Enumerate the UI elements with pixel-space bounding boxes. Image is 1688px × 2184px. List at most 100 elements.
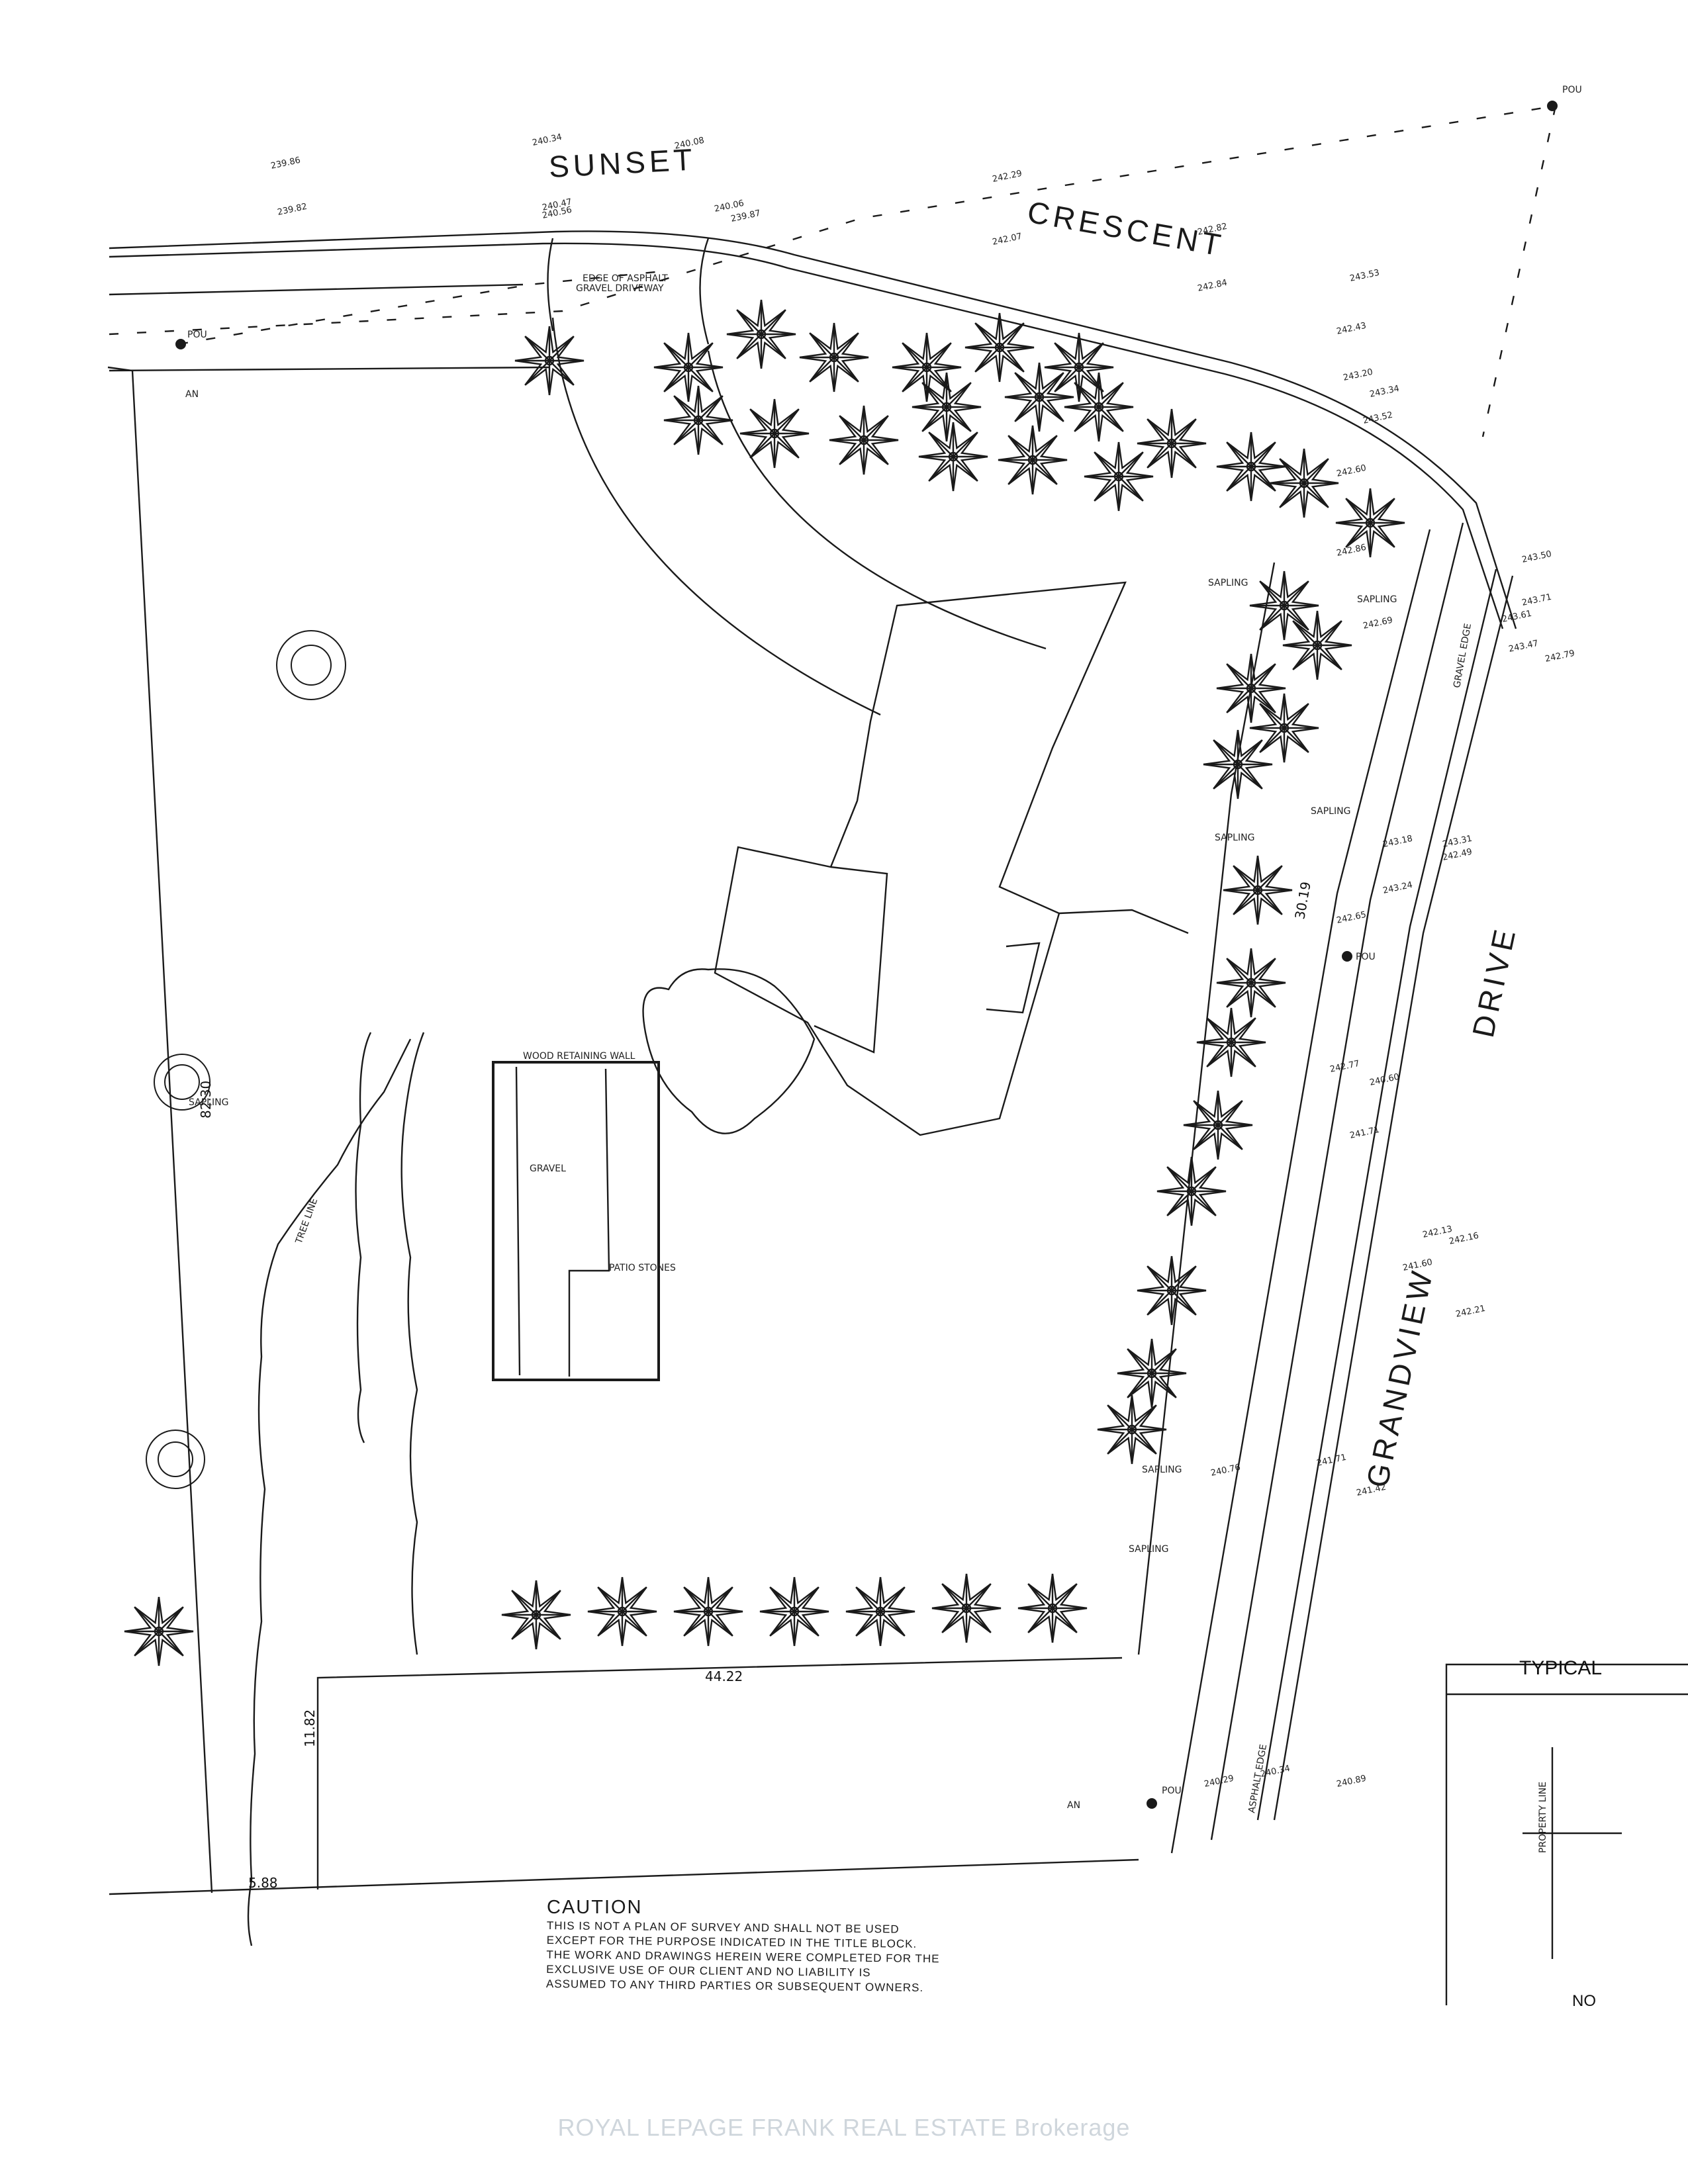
conifer-spoke bbox=[833, 332, 859, 358]
conifer-tree-symbol bbox=[912, 372, 982, 442]
label-gravel-driveway: GRAVEL DRIVEWAY bbox=[576, 283, 664, 294]
conifer-trunk bbox=[829, 352, 839, 363]
conifer-spoke bbox=[926, 342, 952, 368]
spot-elevation: 242.43 bbox=[1336, 321, 1368, 337]
conifer-spoke bbox=[921, 382, 947, 408]
conifer-tree-symbol bbox=[1269, 448, 1339, 518]
conifer-trunk bbox=[1047, 1603, 1058, 1614]
conifer-spoke bbox=[953, 456, 978, 482]
conifer-trunk bbox=[1213, 1120, 1223, 1130]
conifer-spoke bbox=[1284, 605, 1309, 631]
conifer-spoke bbox=[946, 382, 972, 408]
tree-line-squiggle-2 bbox=[400, 1032, 425, 1655]
conifer-trunk bbox=[875, 1606, 886, 1617]
conifer-spoke bbox=[809, 357, 835, 383]
conifer-trunk bbox=[1233, 759, 1243, 770]
spot-elevation: 242.69 bbox=[1362, 615, 1394, 631]
conifer-spoke bbox=[1193, 1100, 1219, 1126]
conifer-spoke bbox=[1217, 1124, 1243, 1150]
conifer-trunk bbox=[703, 1606, 714, 1617]
conifer-spoke bbox=[1259, 580, 1285, 606]
conifer-spoke bbox=[1279, 458, 1305, 484]
pou-marker bbox=[1547, 101, 1558, 111]
road-label-sunset: SUNSET bbox=[548, 142, 697, 184]
conifer-spoke bbox=[1074, 382, 1100, 408]
curved-drive-outer bbox=[551, 317, 881, 716]
sunset-road-edge-3 bbox=[109, 283, 524, 296]
conifer-spoke bbox=[597, 1611, 623, 1637]
conifer-trunk bbox=[1279, 723, 1289, 733]
caution-note: CAUTION THIS IS NOT A PLAN OF SURVEY AND… bbox=[546, 1897, 1010, 1994]
conifer-spoke bbox=[863, 415, 889, 441]
conifer-spoke bbox=[1151, 1348, 1177, 1374]
conifer-spoke bbox=[549, 336, 575, 361]
conifer-spoke bbox=[1171, 1290, 1197, 1316]
conifer-spoke bbox=[880, 1586, 906, 1612]
conifer-tree-symbol bbox=[1282, 610, 1352, 680]
conifer-tree-symbol bbox=[1216, 432, 1286, 502]
north-property-line bbox=[109, 366, 550, 372]
conifer-spoke bbox=[1147, 418, 1172, 444]
conifer-trunk bbox=[1094, 402, 1104, 412]
conifer-spoke bbox=[941, 1608, 967, 1633]
conifer-tree-symbol bbox=[918, 422, 988, 492]
conifer-spoke bbox=[1370, 522, 1395, 548]
conifer-spoke bbox=[1250, 982, 1276, 1008]
conifer-trunk bbox=[961, 1603, 972, 1614]
spot-elevation: 239.82 bbox=[277, 202, 308, 218]
typical-label: TYPICAL bbox=[1519, 1657, 1603, 1679]
conifer-spoke bbox=[1127, 1373, 1152, 1398]
conifer-spoke bbox=[622, 1586, 647, 1612]
conifer-spoke bbox=[1147, 1265, 1172, 1291]
conifer-spoke bbox=[524, 336, 550, 361]
conifer-spoke bbox=[1284, 727, 1309, 753]
spot-elevation: 241.42 bbox=[1356, 1482, 1387, 1498]
conifer-spoke bbox=[663, 367, 689, 392]
conifer-tree-symbol bbox=[1044, 332, 1114, 402]
detail-note: NO bbox=[1572, 1992, 1596, 2010]
spot-elevation: 242.79 bbox=[1544, 649, 1576, 664]
conifer-spoke bbox=[698, 395, 724, 421]
conifer-trunk bbox=[531, 1610, 541, 1620]
conifer-trees bbox=[124, 299, 1405, 1666]
label-patio-stones: PATIO STONES bbox=[609, 1263, 676, 1273]
tree-circle bbox=[291, 645, 332, 686]
label-an: AN bbox=[1067, 1800, 1080, 1811]
conifer-tree-symbol bbox=[1137, 408, 1207, 478]
patio-inner bbox=[515, 1066, 610, 1377]
label-sapling: SAPLING bbox=[1208, 578, 1248, 588]
conifer-spoke bbox=[1317, 620, 1342, 646]
conifer-tree-symbol bbox=[799, 322, 869, 392]
conifer-spoke bbox=[1014, 372, 1040, 398]
conifer-spoke bbox=[749, 433, 775, 459]
conifer-tree-symbol bbox=[1084, 441, 1154, 512]
conifer-spoke bbox=[708, 1586, 733, 1612]
conifer-spoke bbox=[1032, 459, 1058, 485]
conifer-spoke bbox=[1191, 1191, 1217, 1216]
conifer-spoke bbox=[1191, 1166, 1217, 1192]
conifer-spoke bbox=[1054, 342, 1080, 368]
conifer-spoke bbox=[749, 408, 775, 434]
road-allowance-line bbox=[109, 105, 1556, 336]
label-tree-line: TREE LINE bbox=[293, 1197, 320, 1246]
conifer-spoke bbox=[1054, 367, 1080, 392]
conifer-spoke bbox=[1147, 443, 1172, 469]
conifer-spoke bbox=[1171, 418, 1197, 444]
house-deck bbox=[986, 942, 1041, 1014]
conifer-spoke bbox=[1226, 441, 1252, 467]
conifer-spoke bbox=[1118, 451, 1144, 477]
conifer-trunk bbox=[1166, 1285, 1177, 1296]
dimension-south: 44.22 bbox=[705, 1668, 743, 1684]
house-wing bbox=[814, 866, 888, 1054]
conifer-tree-symbol bbox=[964, 312, 1035, 383]
conifer-spoke bbox=[1345, 522, 1371, 548]
conifer-spoke bbox=[1039, 396, 1064, 422]
conifer-tree-symbol bbox=[1216, 948, 1286, 1018]
east-allowance-line bbox=[1481, 105, 1557, 437]
spot-elevation: 242.49 bbox=[1442, 847, 1474, 863]
conifer-spoke bbox=[1370, 498, 1395, 523]
conifer-spoke bbox=[663, 342, 689, 368]
conifer-spoke bbox=[1250, 663, 1276, 689]
conifer-spoke bbox=[1118, 476, 1144, 502]
brokerage-watermark: ROYAL LEPAGE FRANK REAL ESTATE Brokerage bbox=[557, 2114, 1131, 2141]
